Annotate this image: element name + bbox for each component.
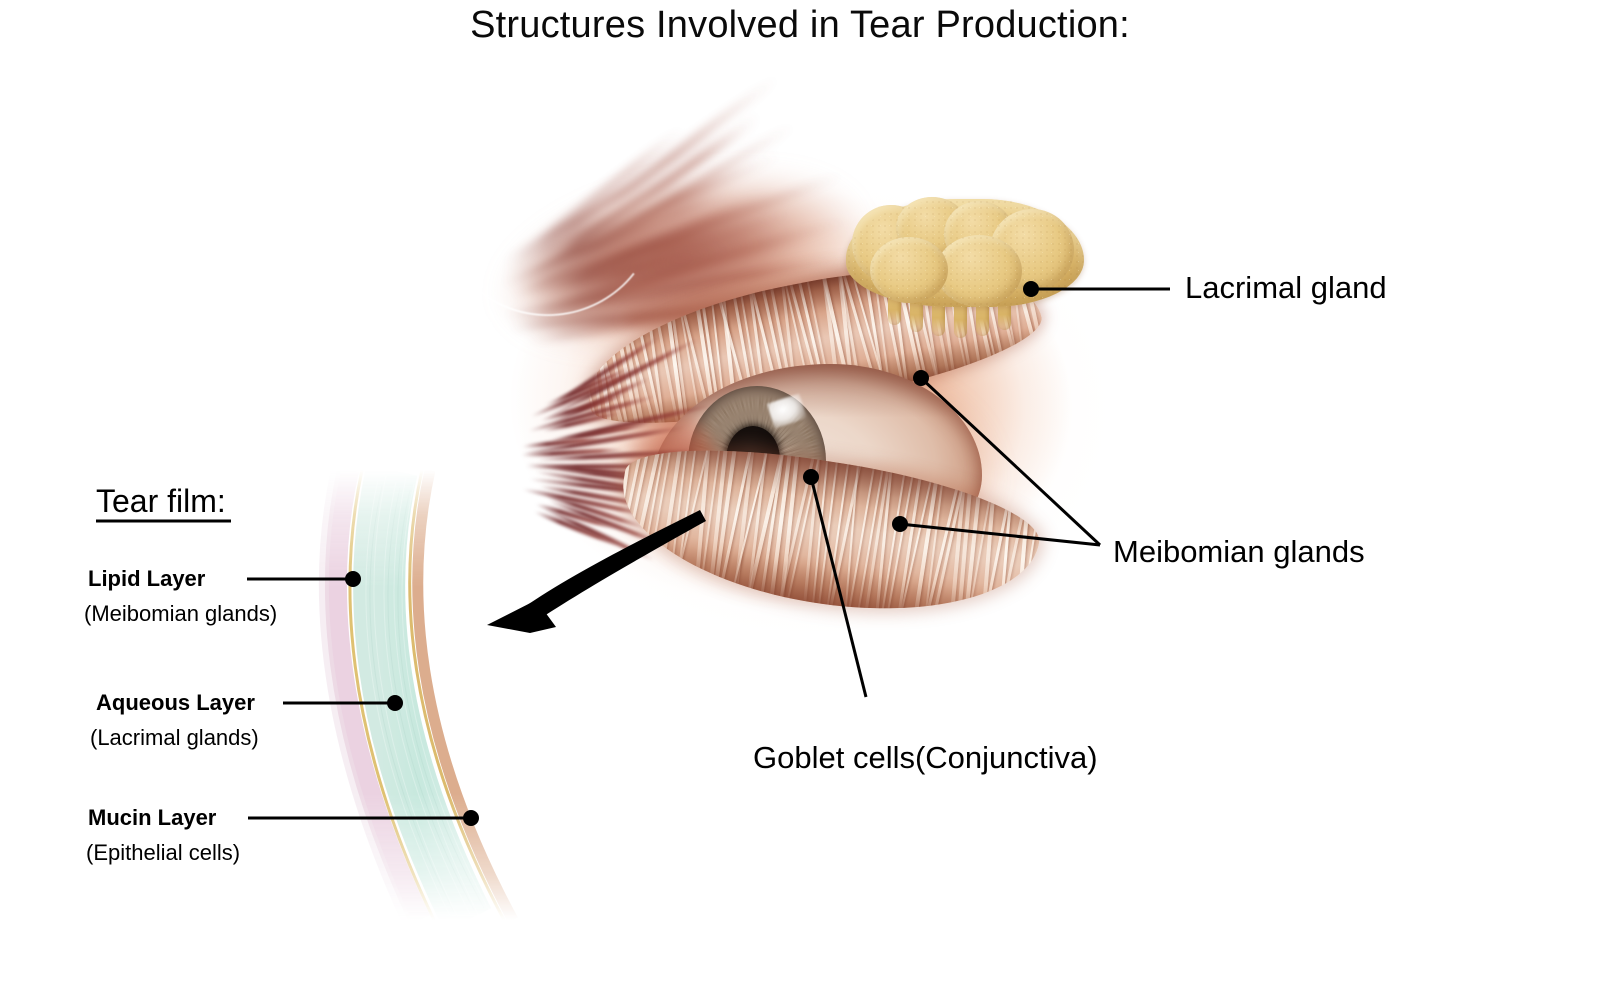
gland-surface-texture xyxy=(846,199,1084,307)
tear-film-layer-source-aqueous: (Lacrimal glands) xyxy=(90,725,259,751)
callout-label-goblet-cells: Goblet cells(Conjunctiva) xyxy=(753,740,1098,776)
tear-film-layer-source-mucin: (Epithelial cells) xyxy=(86,840,240,866)
callout-label-meibomian-glands: Meibomian glands xyxy=(1113,534,1365,570)
tear-film-layer-source-lipid: (Meibomian glands) xyxy=(84,601,277,627)
lacrimal-gland-illustration xyxy=(840,195,1090,350)
tear-film-layer-name-mucin: Mucin Layer xyxy=(88,805,216,831)
callout-label-lacrimal-gland: Lacrimal gland xyxy=(1185,270,1387,306)
tear-film-layer-name-lipid: Lipid Layer xyxy=(88,566,205,592)
page-title: Structures Involved in Tear Production: xyxy=(0,4,1600,47)
tear-film-heading: Tear film: xyxy=(96,483,226,520)
tear-film-cross-section xyxy=(300,470,580,920)
tear-film-layer-name-aqueous: Aqueous Layer xyxy=(96,690,255,716)
